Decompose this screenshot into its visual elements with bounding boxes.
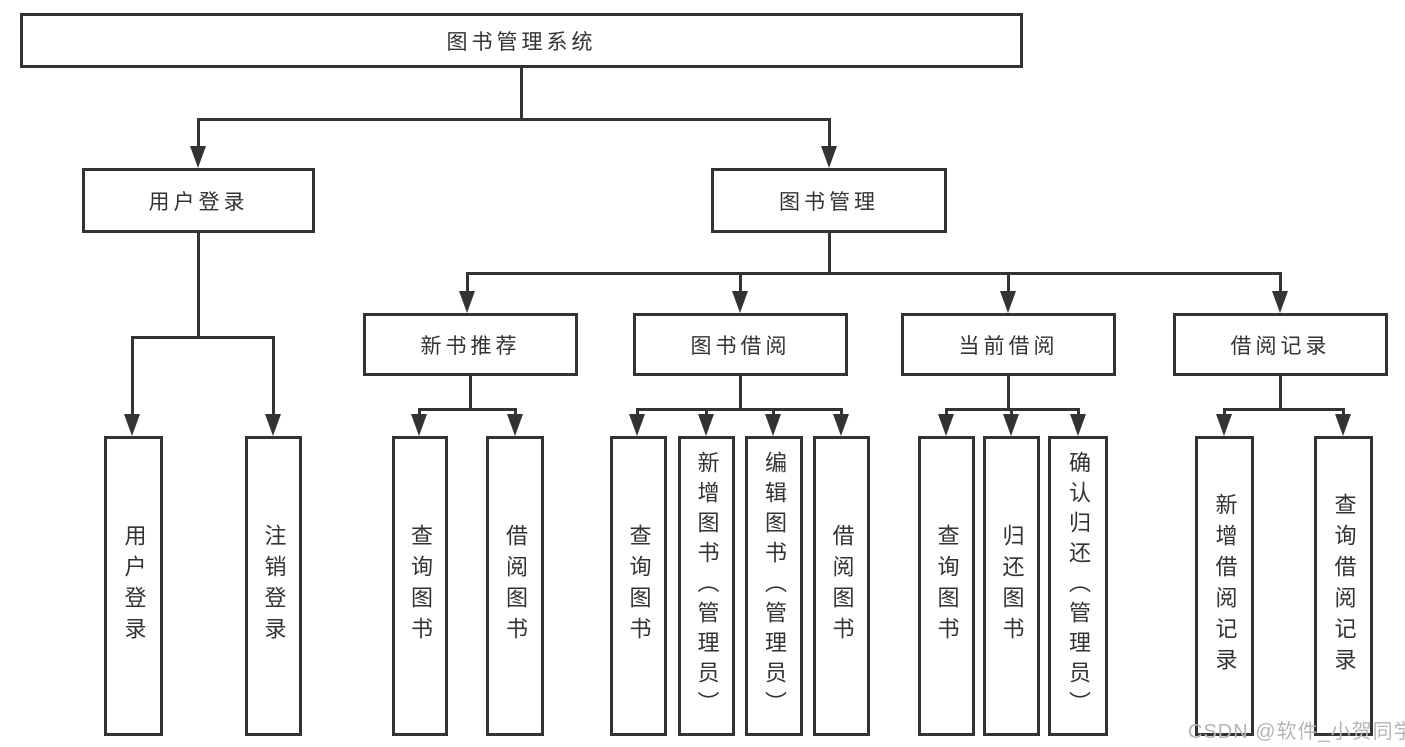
node-borrow-record: 借阅记录 [1173, 313, 1388, 376]
node-current-borrow-label: 当前借阅 [958, 334, 1059, 358]
arrow-to-leaf-add-record [1216, 414, 1232, 436]
csdn-watermark: CSDN @软件_小贺同学 [1188, 721, 1405, 743]
connector-book-borrow-drop [739, 376, 742, 410]
node-root-label: 图书管理系统 [446, 30, 597, 54]
connector-book-management-drop [828, 233, 831, 274]
node-book-borrow: 图书借阅 [633, 313, 848, 376]
leaf-add-books-admin-label: 新增图书（管理员） [694, 451, 720, 721]
arrow-to-leaf-borrow-1 [507, 414, 523, 436]
connector-to-leaf-query-2 [636, 408, 639, 416]
connector-book-management-branch [466, 272, 1282, 275]
connector-user-login-drop [197, 233, 200, 338]
leaf-borrow-books-recommend-label: 借阅图书 [503, 524, 528, 648]
leaf-query-books-recommend-label: 查询图书 [408, 524, 433, 648]
arrow-to-new-book [459, 291, 475, 313]
connector-book-borrow-branch [636, 408, 842, 411]
connector-to-leaf-query-record [1342, 408, 1345, 416]
leaf-confirm-return-admin-label: 确认归还（管理员） [1066, 451, 1091, 721]
node-book-borrow-label: 图书借阅 [690, 334, 791, 358]
connector-to-book-management [828, 118, 831, 148]
connector-new-book-branch [418, 408, 517, 411]
arrow-to-leaf-query-record [1335, 414, 1351, 436]
connector-to-new-book [466, 272, 469, 292]
connector-to-user-login [197, 118, 200, 148]
connector-to-leaf-borrow-2 [840, 408, 843, 416]
connector-to-leaf-add-books [705, 408, 708, 416]
node-new-book-recommend: 新书推荐 [363, 313, 578, 376]
leaf-add-borrow-record: 新增借阅记录 [1195, 436, 1254, 736]
node-borrow-record-label: 借阅记录 [1230, 334, 1331, 358]
leaf-logout: 注销登录 [245, 436, 302, 736]
leaf-edit-books-admin-label: 编辑图书（管理员） [762, 451, 787, 721]
leaf-query-books-borrow: 查询图书 [610, 436, 667, 736]
leaf-query-books-current-label: 查询图书 [934, 524, 960, 648]
leaf-user-login: 用户登录 [104, 436, 163, 736]
leaf-borrow-books-recommend: 借阅图书 [486, 436, 544, 736]
connector-to-leaf-logout [272, 336, 275, 416]
arrow-to-book-management [821, 146, 837, 168]
connector-to-leaf-query-1 [418, 408, 421, 416]
node-user-login: 用户登录 [82, 168, 315, 233]
leaf-logout-label: 注销登录 [261, 524, 287, 648]
connector-root-drop [520, 68, 523, 120]
connector-user-login-branch [131, 336, 275, 339]
connector-to-leaf-confirm-return [1077, 408, 1080, 416]
connector-borrow-record-drop [1279, 376, 1282, 410]
connector-to-current-borrow [1007, 272, 1010, 292]
arrow-to-leaf-user-login [124, 414, 140, 436]
arrow-to-leaf-query-2 [629, 414, 645, 436]
connector-to-leaf-query-3 [945, 408, 948, 416]
leaf-confirm-return-admin: 确认归还（管理员） [1048, 436, 1108, 736]
leaf-query-books-current: 查询图书 [918, 436, 975, 736]
connector-to-leaf-return [1010, 408, 1013, 416]
node-book-management-label: 图书管理 [779, 190, 879, 214]
connector-to-leaf-add-record [1223, 408, 1226, 416]
node-current-borrow: 当前借阅 [901, 313, 1116, 376]
leaf-edit-books-admin: 编辑图书（管理员） [745, 436, 803, 736]
leaf-borrow-books-label: 借阅图书 [829, 524, 855, 648]
leaf-add-books-admin: 新增图书（管理员） [678, 436, 735, 736]
arrow-to-book-borrow [732, 291, 748, 313]
leaf-add-borrow-record-label: 新增借阅记录 [1212, 493, 1238, 679]
node-new-book-recommend-label: 新书推荐 [420, 334, 521, 358]
arrow-to-leaf-add-books [698, 414, 714, 436]
connector-to-leaf-user-login [131, 336, 134, 416]
leaf-user-login-label: 用户登录 [121, 524, 147, 648]
arrow-to-leaf-logout [265, 414, 281, 436]
connector-to-book-borrow [739, 272, 742, 292]
arrow-to-leaf-borrow-2 [833, 414, 849, 436]
connector-current-borrow-drop [1007, 376, 1010, 410]
connector-root-branch [197, 118, 831, 121]
leaf-return-books-label: 归还图书 [999, 524, 1025, 648]
leaf-return-books: 归还图书 [983, 436, 1040, 736]
connector-borrow-record-branch [1223, 408, 1345, 411]
leaf-query-borrow-record-label: 查询借阅记录 [1331, 493, 1357, 679]
arrow-to-leaf-query-1 [411, 414, 427, 436]
arrow-to-borrow-record [1272, 291, 1288, 313]
connector-to-leaf-edit-books [772, 408, 775, 416]
arrow-to-leaf-query-3 [938, 414, 954, 436]
connector-new-book-drop [469, 376, 472, 410]
arrow-to-current-borrow [1000, 291, 1016, 313]
leaf-query-books-recommend: 查询图书 [392, 436, 448, 736]
arrow-to-leaf-return [1003, 414, 1019, 436]
leaf-query-borrow-record: 查询借阅记录 [1314, 436, 1373, 736]
leaf-query-books-borrow-label: 查询图书 [626, 524, 652, 648]
node-book-management: 图书管理 [711, 168, 947, 233]
node-root: 图书管理系统 [20, 13, 1023, 68]
arrow-to-leaf-confirm-return [1070, 414, 1086, 436]
arrow-to-leaf-edit-books [765, 414, 781, 436]
connector-to-leaf-borrow-1 [514, 408, 517, 416]
connector-to-borrow-record [1279, 272, 1282, 292]
node-user-login-label: 用户登录 [148, 190, 249, 214]
arrow-to-user-login [190, 146, 206, 168]
leaf-borrow-books: 借阅图书 [813, 436, 870, 736]
